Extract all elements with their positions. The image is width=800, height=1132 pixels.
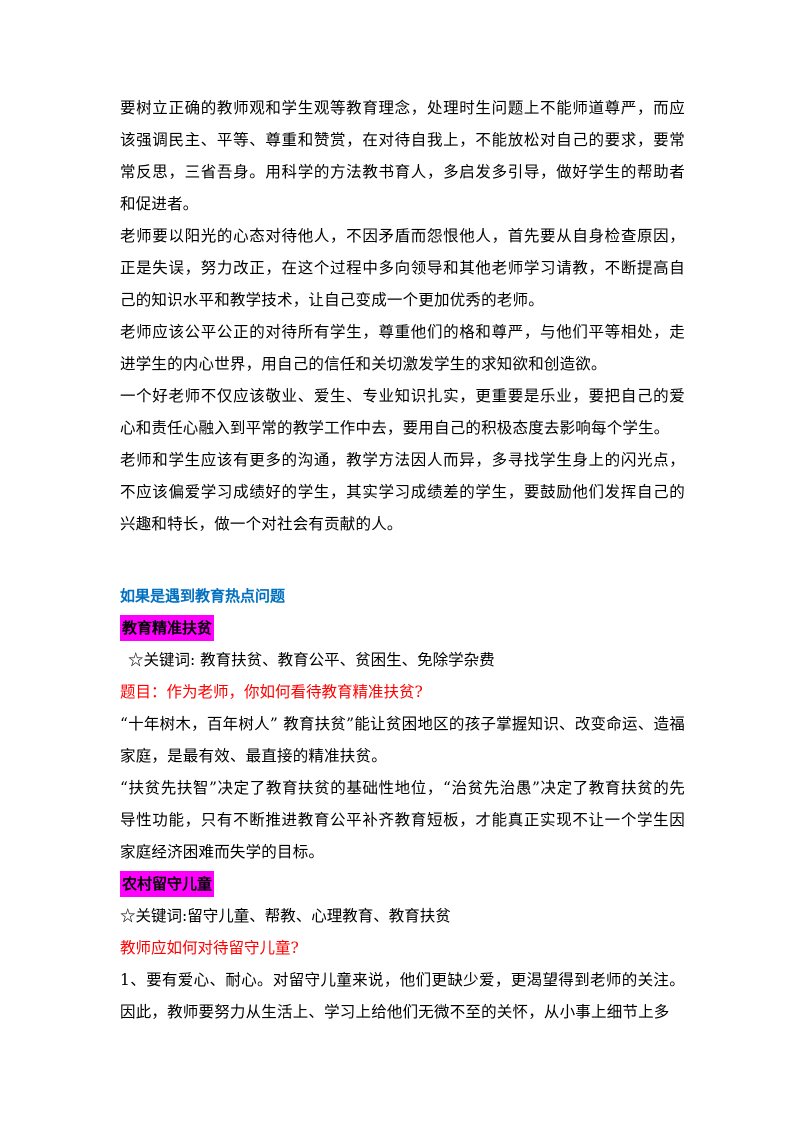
section1-paragraph-1: “十年树木，百年树人” 教育扶贫”能让贫困地区的孩子掌握知识、改变命运、造福家庭… bbox=[120, 715, 685, 765]
hot-topics-heading: 如果是遇到教育热点问题 bbox=[120, 587, 286, 605]
document-content: 要树立正确的教师观和学生观等教育理念，处理时生问题上不能师道尊严，而应该强调民主… bbox=[120, 92, 685, 1028]
section2-paragraph-1: 1、要有爱心、耐心。对留守儿童来说，他们更缺少爱，更渴望得到老师的关注。因此，教… bbox=[120, 971, 685, 1021]
intro-paragraph-1: 要树立正确的教师观和学生观等教育理念，处理时生问题上不能师道尊严，而应该强调民主… bbox=[120, 99, 685, 213]
intro-paragraph-5: 老师和学生应该有更多的沟通，教学方法因人而异，多寻找学生身上的闪光点，不应该偏爱… bbox=[120, 451, 685, 533]
intro-paragraph-4: 一个好老师不仅应该敬业、爱生、专业知识扎实，更重要是乐业，要把自己的爱心和责任心… bbox=[120, 387, 685, 437]
section2-title: 农村留守儿童 bbox=[120, 871, 215, 897]
section2-keywords: ☆关键词:留守儿童、帮教、心理教育、教育扶贫 bbox=[120, 907, 451, 925]
section-spacer bbox=[120, 540, 685, 580]
section1-title-row: 教育精准扶贫 bbox=[120, 612, 685, 644]
intro-paragraph-3: 老师应该公平公正的对待所有学生，尊重他们的格和尊严，与他们平等相处，走进学生的内… bbox=[120, 323, 685, 373]
section1-paragraph-2: “扶贫先扶智”决定了教育扶贫的基础性地位，“治贫先治愚”决定了教育扶贫的先导性功… bbox=[120, 779, 685, 861]
section1-title: 教育精准扶贫 bbox=[120, 615, 215, 641]
section1-keywords: ☆关键词: 教育扶贫、教育公平、贫困生、免除学杂费 bbox=[128, 651, 495, 669]
section2-title-row: 农村留守儿童 bbox=[120, 868, 685, 900]
intro-paragraph-2: 老师要以阳光的心态对待他人，不因矛盾而怨恨他人，首先要从自身检查原因，正是失误，… bbox=[120, 227, 685, 309]
section1-question: 题目：作为老师，你如何看待教育精准扶贫? bbox=[120, 683, 423, 701]
section2-question: 教师应如何对待留守儿童? bbox=[120, 939, 299, 957]
